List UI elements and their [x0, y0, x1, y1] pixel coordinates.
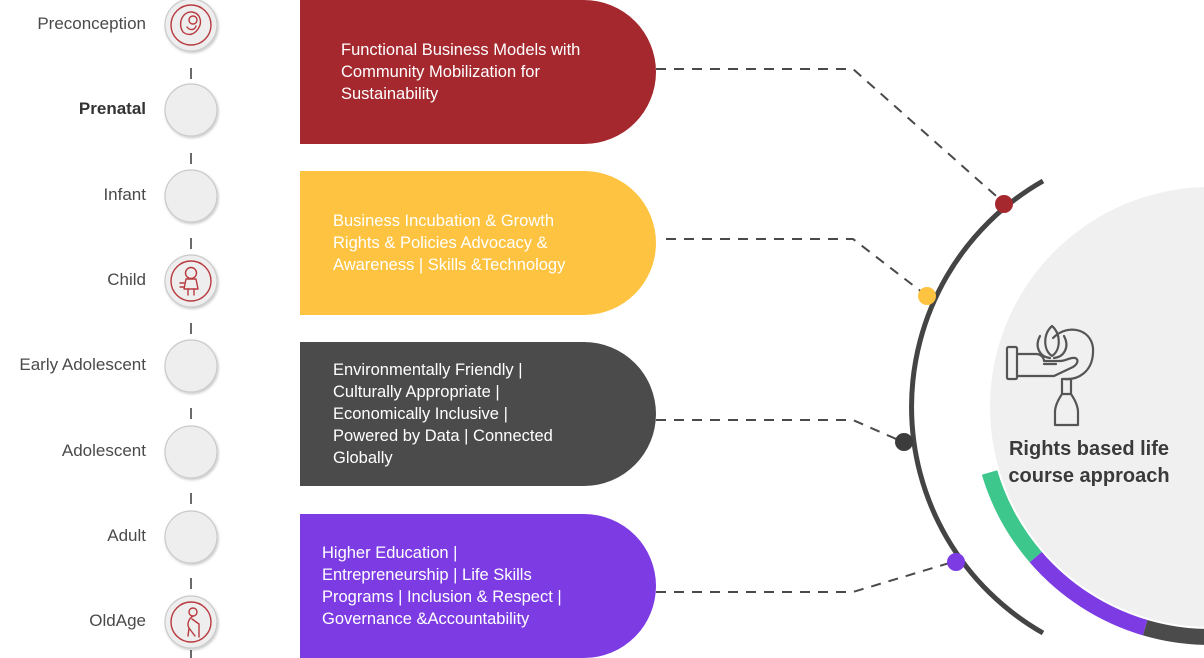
- hub-outer-arc: [909, 178, 1045, 636]
- stage-node: [164, 0, 218, 52]
- stage-label: Preconception: [37, 14, 146, 33]
- fetus-icon: [170, 4, 212, 46]
- connector-4: [656, 560, 957, 593]
- stage-label: Adolescent: [61, 441, 146, 460]
- hub: [895, 169, 1204, 645]
- pillar-card-incubation: Business Incubation & Growth Rights & Po…: [300, 171, 656, 315]
- stage-node: [164, 339, 218, 393]
- stage-label: Child: [107, 270, 146, 289]
- hub-title: Rights based life course approach: [994, 436, 1184, 490]
- child-icon: [170, 260, 212, 302]
- marker-red: [995, 195, 1013, 213]
- connector-1: [656, 68, 1005, 204]
- pillar-card-education: Higher Education | Entrepreneurship | Li…: [300, 514, 656, 658]
- hub-inner-disc: [990, 187, 1204, 627]
- marker-dark: [895, 433, 913, 451]
- stage-node: [164, 510, 218, 564]
- stage-node: [164, 595, 218, 649]
- card-hub-connectors: [656, 68, 1005, 593]
- stage-label: Adult: [107, 526, 146, 545]
- pillar-card-principles: Environmentally Friendly | Culturally Ap…: [300, 342, 656, 486]
- elderly-icon: [170, 601, 212, 643]
- card-text: Functional Business Models with Communit…: [341, 41, 581, 103]
- hand-lotus-icon: [1005, 324, 1095, 427]
- stage-node: [164, 169, 218, 223]
- stage-label: Prenatal: [78, 99, 146, 118]
- stage-node: [164, 425, 218, 479]
- stage-node: [164, 83, 218, 137]
- hub-title-line: course approach: [1008, 465, 1170, 487]
- pillar-card-business-models: Functional Business Models with Communit…: [300, 0, 656, 144]
- stage-nodes: [164, 0, 218, 649]
- hub-title-line: Rights based life: [1008, 438, 1170, 460]
- stage-label: OldAge: [89, 611, 146, 630]
- marker-yellow: [918, 287, 936, 305]
- stage-label: Early Adolescent: [19, 355, 146, 374]
- card-text: Higher Education | Entrepreneurship | Li…: [322, 544, 562, 628]
- card-text: Business Incubation & Growth Rights & Po…: [333, 212, 566, 274]
- connector-2: [666, 238, 928, 297]
- card-text: Environmentally Friendly | Culturally Ap…: [333, 361, 553, 467]
- connector-3: [656, 419, 904, 443]
- marker-purple: [947, 553, 965, 571]
- stage-label: Infant: [103, 185, 146, 204]
- stage-node: [164, 254, 218, 308]
